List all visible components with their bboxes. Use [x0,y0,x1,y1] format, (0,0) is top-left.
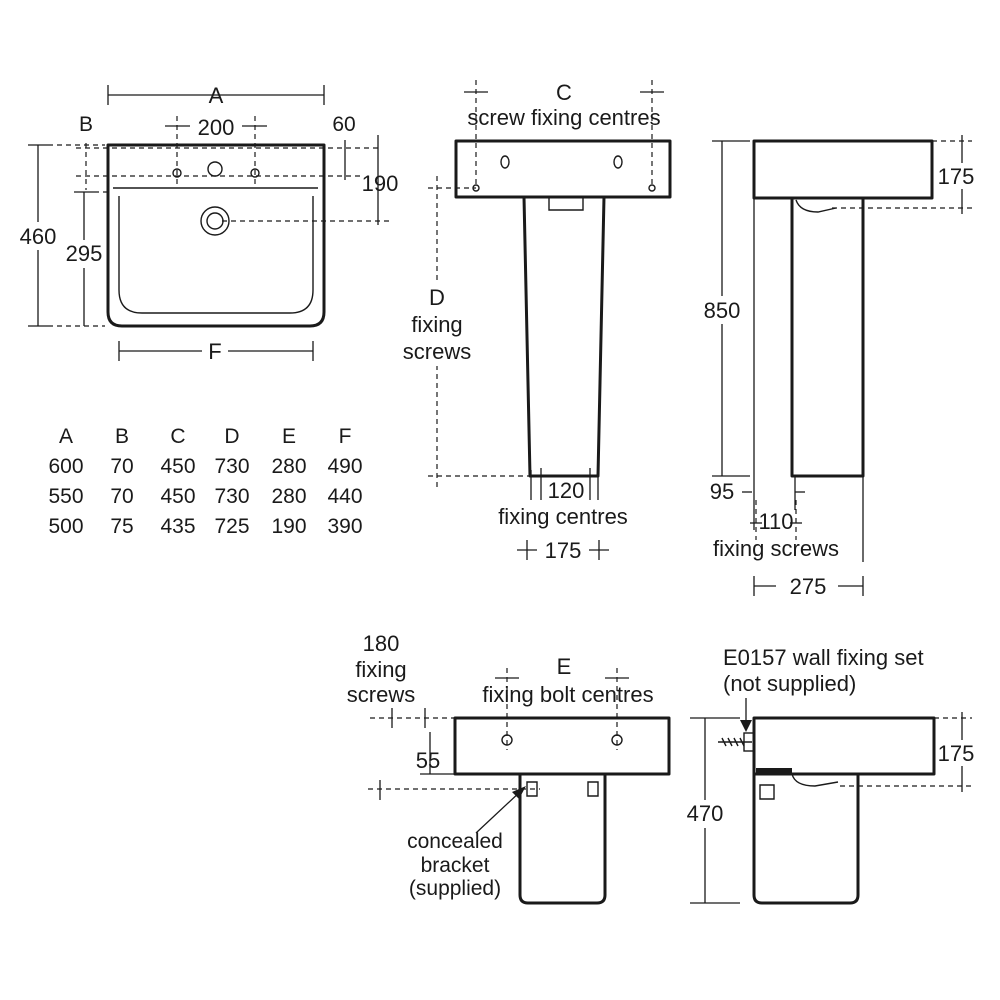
dim-95-label: 95 [710,479,734,504]
basin-top-view: A B 200 60 190 460 295 [18,83,398,366]
overflow-outer [200,206,230,236]
dim-d-label: D [429,285,445,310]
fixing-hole-right [250,168,260,178]
table-cell: 500 [48,515,83,538]
front-view-semi-pedestal: E fixing bolt centres 180 fixing screws … [347,631,671,905]
dim-175-side-label: 175 [938,164,975,189]
table-header-c: C [170,425,185,448]
table-cell: 390 [327,515,362,538]
bracket-left [526,781,538,797]
dim-175-semi-label: 175 [938,741,975,766]
not-supplied-label: (not supplied) [723,671,856,696]
pedestal-side [790,196,865,478]
basin-bowl [113,187,318,314]
table-cell: 190 [271,515,306,538]
table-cell: 450 [160,485,195,508]
dim-295-label: 295 [66,241,103,266]
dim-120-label: 120 [548,478,585,503]
table-cell: 70 [110,455,133,478]
bracket-side [759,784,775,800]
table-cell: 600 [48,455,83,478]
table-header-b: B [115,425,129,448]
basin-side [752,139,934,200]
wall-fixing-screw-icon [718,737,752,747]
pedestal-front [522,195,606,478]
table-header-d: D [224,425,239,448]
screw-slot-right [613,155,623,169]
dim-c-label: C [556,80,572,105]
table-cell: 435 [160,515,195,538]
semi-pedestal-side [752,772,860,905]
side-view-semi-pedestal: E0157 wall fixing set (not supplied) 175… [681,645,976,905]
table-header-f: F [339,425,352,448]
dim-850-label: 850 [704,298,741,323]
dim-200-label: 200 [198,115,235,140]
basin-front [454,139,672,199]
dim-180-label: 180 [363,631,400,656]
table-cell: 730 [214,485,249,508]
dim-110-label: 110 [758,509,793,534]
table-cell: 450 [160,455,195,478]
wall-fixing-arrow-head [740,720,752,732]
dim-a-label: A [209,83,224,108]
table-cell: 725 [214,515,249,538]
table-cell: 280 [271,455,306,478]
dim-470-label: 470 [687,801,724,826]
semi-pedestal-front [518,772,607,905]
dim-b-label: B [79,113,93,136]
wall-fixing-set-label: E0157 wall fixing set [723,645,924,670]
screw-slot-left [500,155,510,169]
bracket-right [587,781,599,797]
fixing-label-semi: fixing [355,657,406,682]
supplied-label: (supplied) [409,877,501,900]
front-view-pedestal: C screw fixing centres D fixing screws 1… [398,80,672,563]
dim-460-label: 460 [20,224,57,249]
screws-label-semi: screws [347,682,415,707]
fixing-bolt-centres-label: fixing bolt centres [482,682,653,707]
table-cell: 280 [271,485,306,508]
fixing-screws-label: fixing screws [713,536,839,561]
table-header-a: A [59,425,73,448]
fixing-label: fixing [411,312,462,337]
bracket-label: bracket [421,854,490,877]
screws-label: screws [403,339,471,364]
table-header-e: E [282,425,296,448]
concealed-label: concealed [407,830,503,853]
table-cell: 75 [110,515,133,538]
dim-e-label: E [557,654,572,679]
table-cell: 440 [327,485,362,508]
dim-190-label: 190 [362,171,399,196]
size-table: A B C D E F 600 70 450 730 280 490 550 7… [48,425,362,538]
table-cell: 490 [327,455,362,478]
table-cell: 550 [48,485,83,508]
table-cell: 730 [214,455,249,478]
table-cell: 70 [110,485,133,508]
bracket-arrow-head [512,786,526,799]
side-view-pedestal: 175 850 95 110 fixing screws 275 [698,135,976,599]
basin-side-semi [752,716,936,776]
dim-60-label: 60 [332,113,355,136]
dim-f-label: F [208,339,221,364]
basin-front-semi [453,716,671,776]
screw-fixing-centres-label: screw fixing centres [467,105,660,130]
fixing-centres-label: fixing centres [498,504,628,529]
fixing-hole-left [172,168,182,178]
dim-55-label: 55 [416,748,440,773]
dim-275-label: 275 [790,574,827,599]
dim-175-label: 175 [545,538,582,563]
